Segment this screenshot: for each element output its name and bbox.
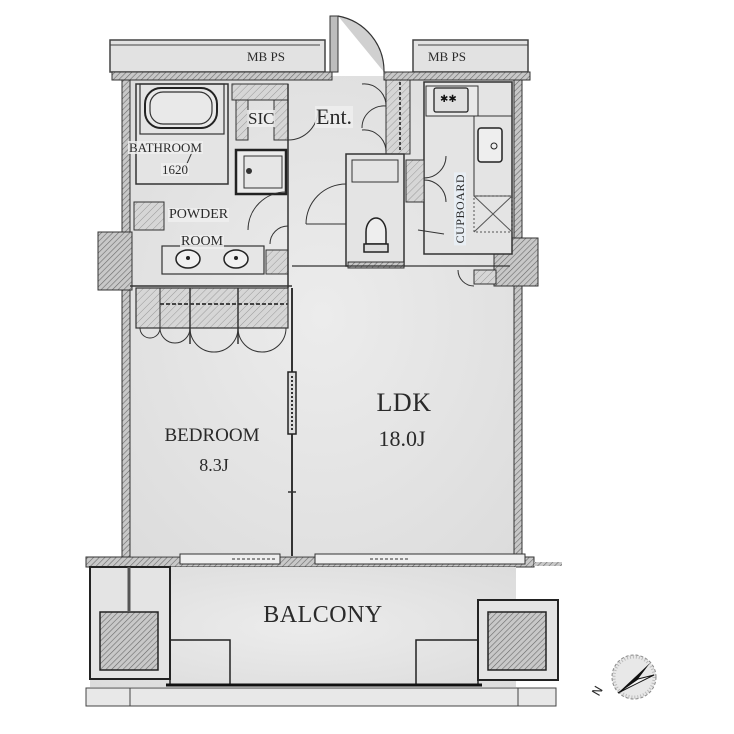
bedroom-closet bbox=[135, 287, 289, 353]
mbps-right-area bbox=[412, 39, 529, 73]
kitchen-sink-icon bbox=[477, 127, 503, 163]
mbps-left-label: MB PS bbox=[247, 49, 285, 64]
svg-text:✱✱: ✱✱ bbox=[440, 94, 457, 105]
stove-icon bbox=[433, 87, 469, 113]
ldk-size-label: 18.0J bbox=[378, 426, 426, 451]
cupboard-label: CUPBOARD bbox=[453, 172, 467, 246]
powder-room-label: ROOM bbox=[180, 234, 225, 249]
entrance-door bbox=[329, 15, 385, 73]
bathtub-icon bbox=[144, 87, 218, 129]
bedroom-label: BEDROOM bbox=[164, 425, 260, 446]
kitchen: ✱✱ bbox=[405, 81, 513, 287]
mbps-right-label: MB PS bbox=[428, 49, 466, 64]
sic-label: SIC bbox=[247, 109, 276, 128]
toilet-icon bbox=[365, 217, 387, 245]
bedroom-size-label: 8.3J bbox=[199, 455, 229, 475]
bathroom-label: BATHROOM bbox=[128, 140, 203, 155]
entrance-label: Ent. bbox=[315, 104, 354, 129]
washing-machine bbox=[234, 148, 288, 196]
balcony-label: BALCONY bbox=[263, 602, 383, 628]
refrigerator-space bbox=[473, 195, 513, 233]
outer-walls bbox=[97, 71, 539, 561]
powder-label: POWDER bbox=[168, 207, 230, 222]
balcony bbox=[85, 566, 559, 707]
mbps-left-area bbox=[109, 39, 326, 73]
bathroom-size-label: 1620 bbox=[161, 162, 189, 177]
ldk-label: LDK bbox=[376, 388, 432, 417]
bedroom-ldk-partition bbox=[287, 288, 297, 556]
compass-icon bbox=[611, 654, 657, 700]
shoe-closet bbox=[361, 79, 411, 155]
interior-walls bbox=[130, 84, 510, 288]
toilet-room bbox=[305, 153, 405, 269]
powder-room bbox=[133, 191, 289, 275]
